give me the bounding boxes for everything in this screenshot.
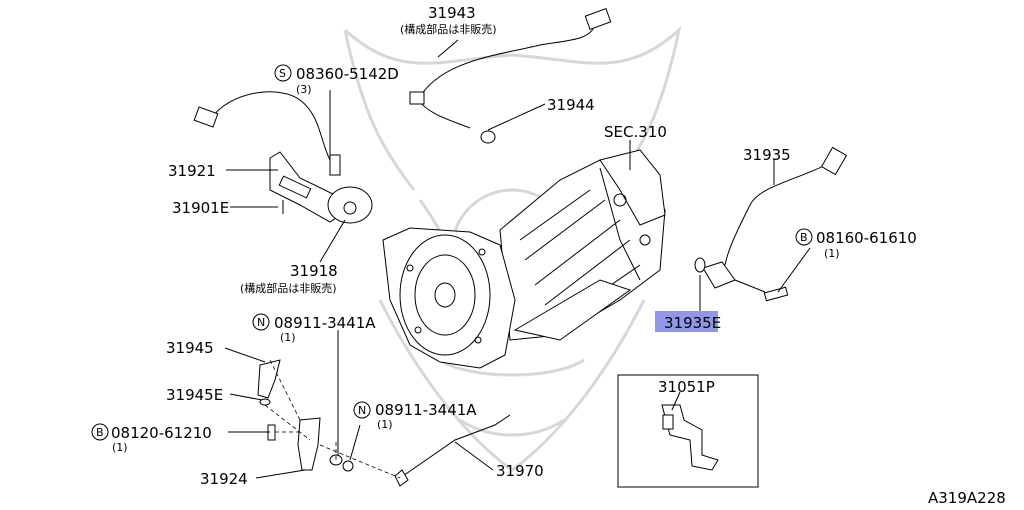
label-31901e: 31901E [172,199,229,217]
label-sec310: SEC.310 [604,123,667,141]
qty-08360: (3) [296,83,312,96]
label-31935e: 31935E [664,314,721,332]
harness-31921 [193,90,373,224]
highlight-31935e [655,311,718,332]
transmission-assembly [382,149,666,369]
note-31918: (構成部品は非販売) [240,281,337,295]
linkage-assembly [257,359,511,487]
callout-08911a: N 08911-3441A (1) [252,313,376,344]
callout-08120: B 08120-61210 (1) [91,423,212,454]
label-08160: 08160-61610 [816,229,917,247]
prefix-08120: B [96,426,104,439]
harness-31943 [409,8,612,144]
callout-08160: B 08160-61610 (1) [795,228,917,260]
qty-08911a: (1) [280,331,296,344]
label-31924: 31924 [200,470,248,488]
label-31918: 31918 [290,262,338,280]
qty-08911b: (1) [377,418,393,431]
label-31945e: 31945E [166,386,223,404]
label-31945: 31945 [166,339,214,357]
label-31943: 31943 [428,4,476,22]
callout-08911b: N 08911-3441A (1) [353,401,477,431]
label-08911a: 08911-3441A [274,314,376,332]
label-08360: 08360-5142D [296,65,399,83]
callout-08360: S 08360-5142D (3) [274,64,399,96]
note-31943: (構成部品は非販売) [400,22,497,36]
leader-lines [224,103,811,479]
label-31051p: 31051P [658,378,715,396]
prefix-08360: S [279,67,286,80]
label-31970: 31970 [496,462,544,480]
prefix-08911b: N [358,404,366,417]
prefix-08911a: N [257,316,265,329]
part-31051p-box [617,374,759,488]
label-31944: 31944 [547,96,595,114]
qty-08120: (1) [112,441,128,454]
label-31921: 31921 [168,162,216,180]
diagram-code: A319A228 [928,489,1006,507]
sensor-31935 [694,146,848,302]
qty-08160: (1) [824,247,840,260]
label-08120: 08120-61210 [111,424,212,442]
prefix-08160: B [800,231,808,244]
label-08911b: 08911-3441A [375,401,477,419]
label-31935: 31935 [743,146,791,164]
